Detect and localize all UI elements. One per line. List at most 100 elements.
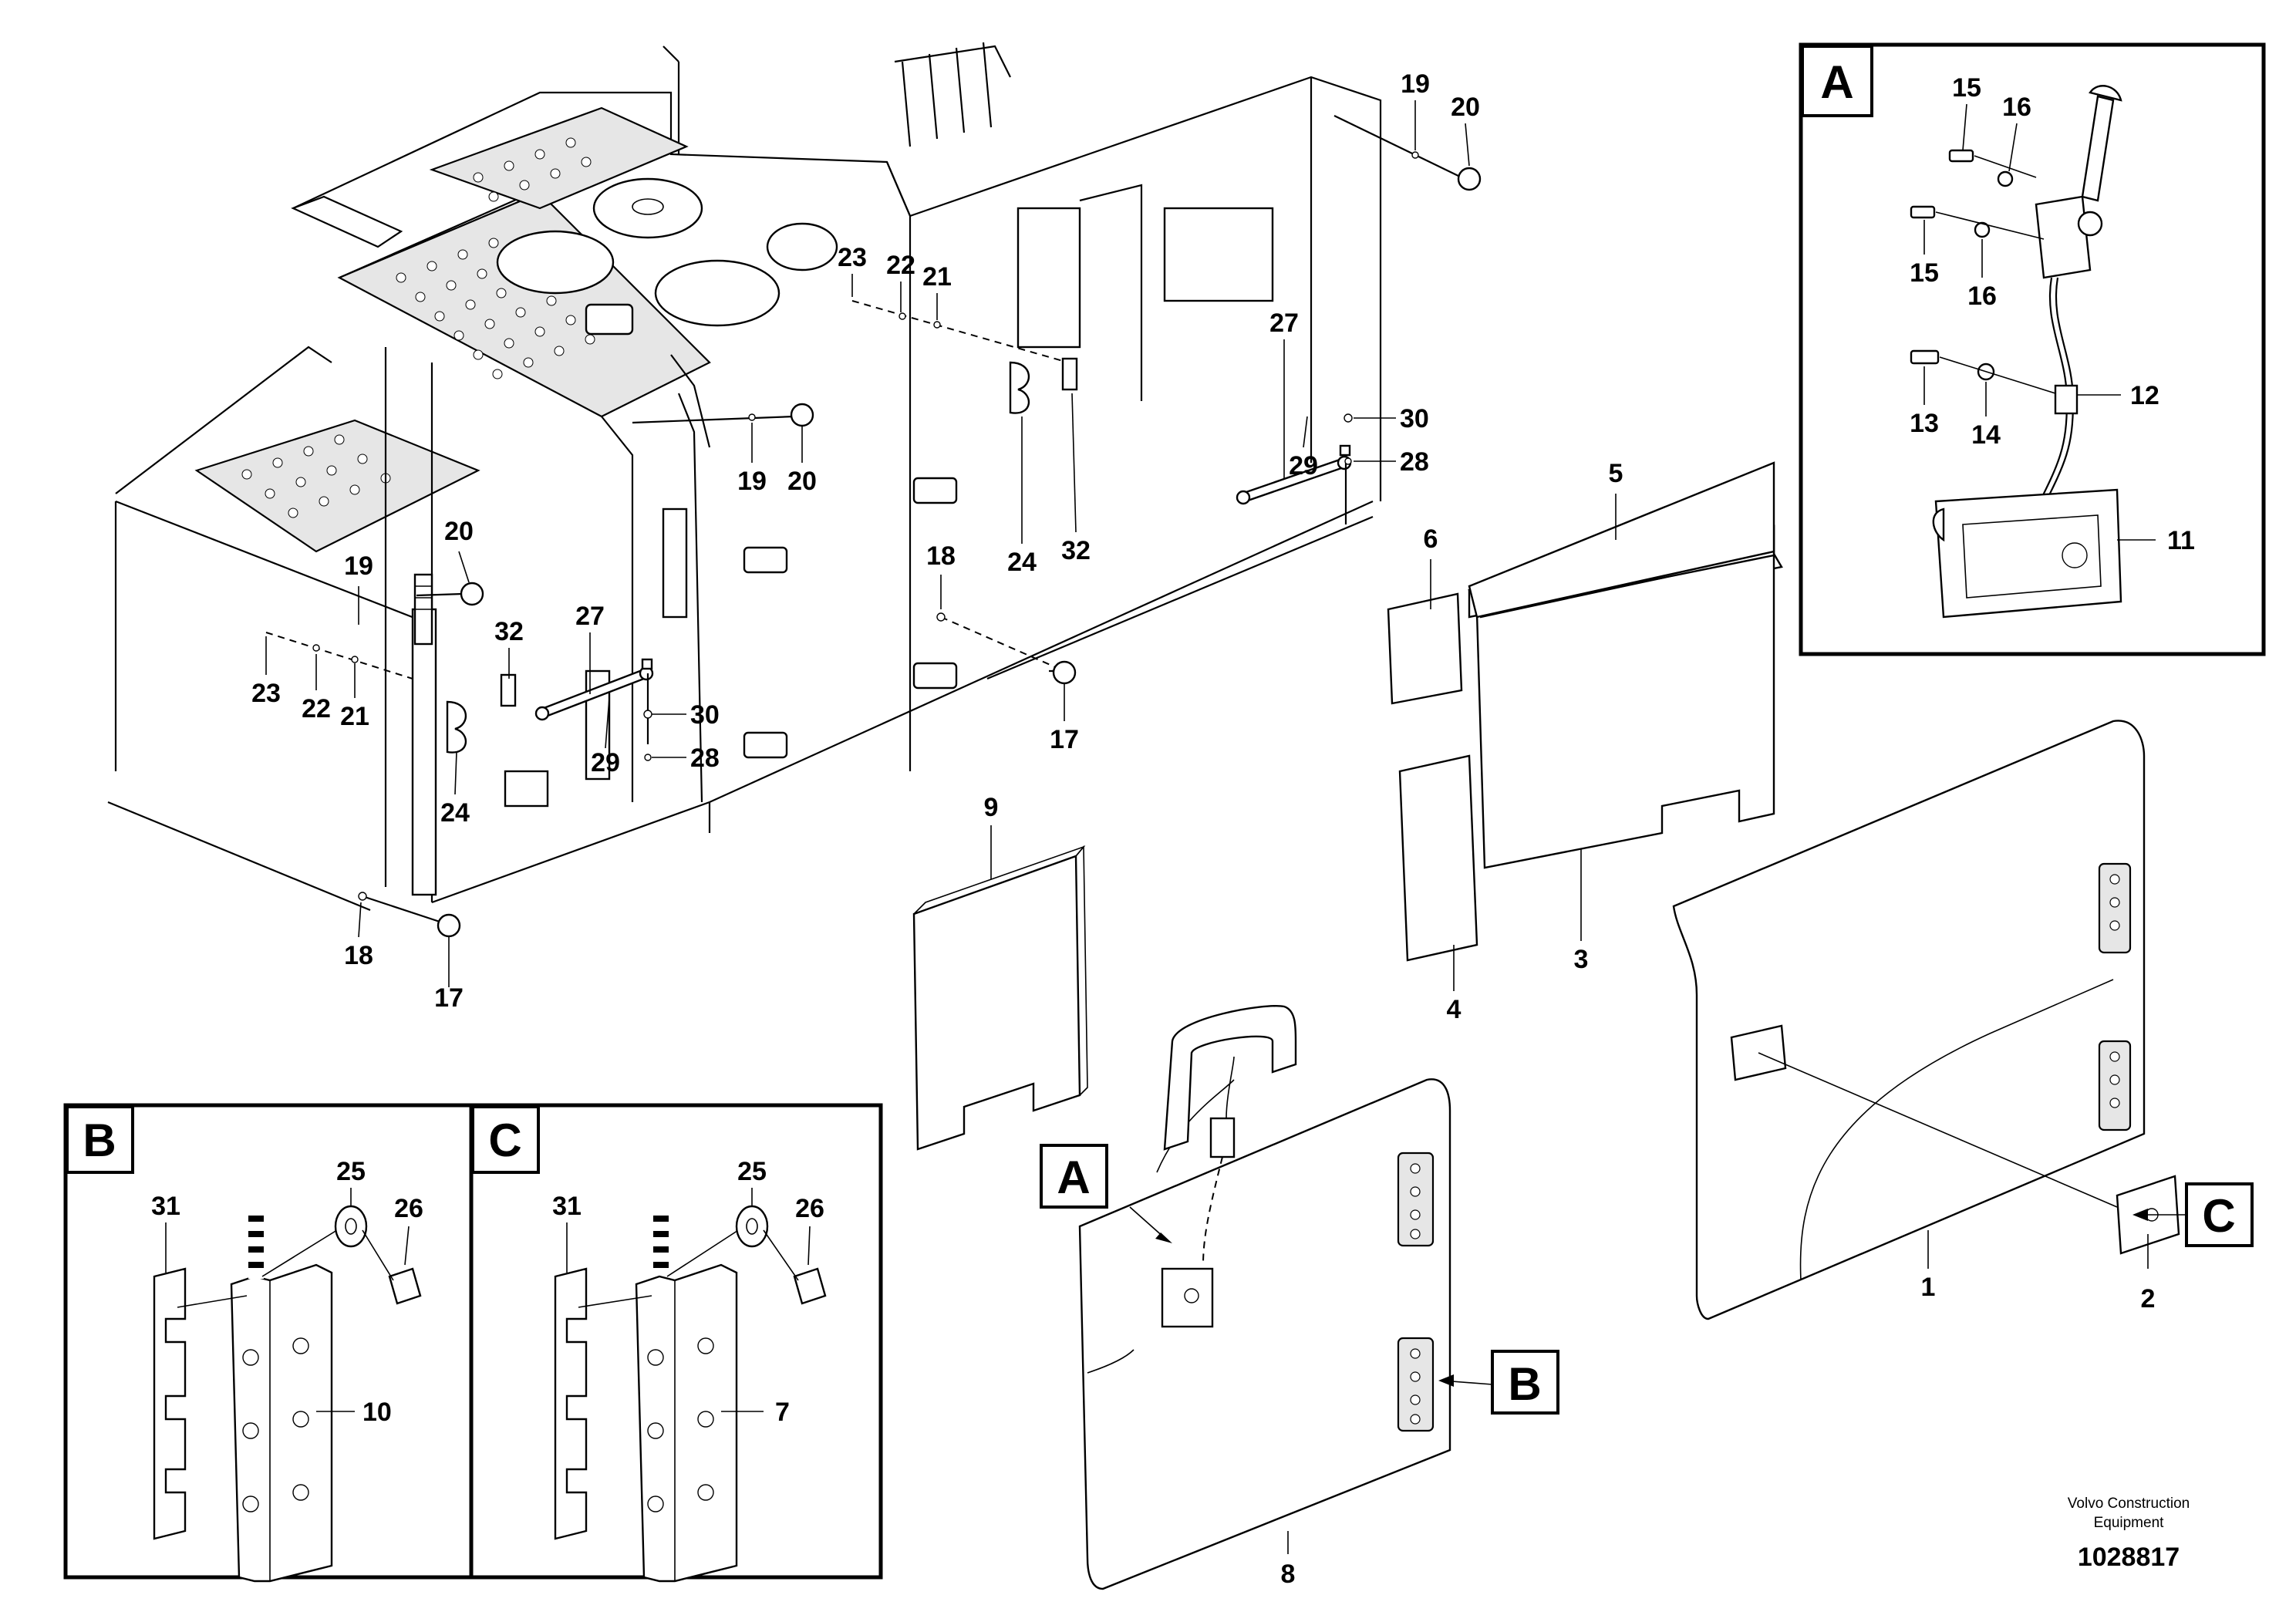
- callout-6: 6: [1424, 524, 1438, 554]
- lock-pin: [437, 913, 461, 938]
- round-cover-left: [496, 230, 615, 295]
- footer: Volvo Construction Equipment 1028817: [2068, 1496, 2190, 1572]
- credit-line-1: Volvo Construction: [2068, 1496, 2190, 1512]
- square-cover: [585, 303, 634, 336]
- door-handle-frame: [1163, 1005, 1297, 1151]
- washer-25: [334, 1205, 368, 1248]
- callout-12: 12: [2130, 381, 2159, 410]
- insulation-panel-5: [1468, 461, 1775, 619]
- insulation-panel-9: [912, 855, 1081, 1151]
- detail-a-label: A: [1820, 56, 1853, 108]
- callout-29-right: 29: [1289, 451, 1318, 481]
- callout-15-bottom: 15: [1910, 258, 1939, 288]
- callout-26-b: 26: [394, 1194, 423, 1223]
- callout-19-left: 19: [344, 551, 373, 581]
- document-number: 1028817: [2078, 1543, 2180, 1572]
- callout-7: 7: [775, 1398, 790, 1427]
- shim-31: [153, 1267, 187, 1540]
- view-callout-a-text: A: [1057, 1152, 1090, 1203]
- callout-26-c: 26: [795, 1194, 824, 1223]
- callout-3: 3: [1574, 945, 1589, 974]
- bolt-13: [1910, 349, 1940, 365]
- callout-32-left: 32: [494, 617, 524, 646]
- door-latch-8: [1209, 1117, 1236, 1158]
- bolt-15: [1948, 149, 1974, 163]
- callout-24-left: 24: [440, 798, 470, 828]
- detail-a-frame: [1799, 42, 2266, 656]
- callout-20-mid: 20: [787, 467, 817, 496]
- callout-numbers: 1 2 3 4 5 6 7 8 9 10 11 12 13 14 15 16 1…: [151, 69, 2195, 1589]
- callout-11: 11: [2167, 526, 2195, 555]
- washer-16: [1997, 170, 2014, 187]
- callout-9: 9: [984, 793, 999, 822]
- callout-1: 1: [1921, 1273, 1936, 1302]
- callout-27-right: 27: [1269, 309, 1299, 338]
- callout-23-left: 23: [251, 679, 281, 708]
- detail-c-label: C: [488, 1114, 521, 1166]
- hardware-items: [265, 115, 1482, 938]
- latch-plate-32: [500, 673, 517, 707]
- bolt-15: [1910, 205, 1936, 219]
- plate-perforations: [241, 137, 595, 518]
- callout-15-top: 15: [1952, 73, 1981, 103]
- handle-rail: [291, 195, 403, 248]
- washer-25: [735, 1205, 769, 1248]
- access-plate: [504, 770, 549, 808]
- callout-21-left: 21: [340, 702, 369, 731]
- bolt-26: [388, 1267, 422, 1305]
- view-callout-c-text: C: [2202, 1190, 2235, 1242]
- door-8: [1078, 1005, 1451, 1590]
- door-hinge-8-lower: [1397, 1337, 1435, 1432]
- perforated-plate-front: [337, 191, 711, 418]
- callout-25-c: 25: [737, 1157, 767, 1186]
- door-hinge-1-upper: [2098, 862, 2132, 954]
- callout-2: 2: [2141, 1284, 2156, 1313]
- view-callouts: A B C: [1040, 1144, 2254, 1415]
- shim-31: [554, 1267, 588, 1540]
- callout-20-left: 20: [444, 517, 474, 546]
- callout-17-right: 17: [1050, 725, 1079, 754]
- callout-30-left: 30: [690, 700, 720, 730]
- detail-a: A: [1799, 42, 2266, 656]
- callout-5: 5: [1609, 459, 1623, 488]
- view-callout-b-text: B: [1508, 1358, 1541, 1410]
- door-panel-1: [1672, 720, 2146, 1320]
- callout-21-right: 21: [922, 262, 952, 292]
- view-callout-b: [1491, 1350, 1559, 1415]
- callout-28-left: 28: [690, 744, 720, 773]
- insulation-panel-3: [1475, 552, 1775, 869]
- callout-14: 14: [1971, 420, 2001, 450]
- callout-32-right: 32: [1061, 536, 1091, 565]
- washer-16: [1974, 221, 1991, 238]
- callout-28-right: 28: [1400, 447, 1429, 477]
- bumper-pad: [912, 477, 958, 504]
- perforated-step-plate: [194, 419, 480, 553]
- callout-31-b: 31: [151, 1192, 180, 1221]
- door-panel-8: [1078, 1078, 1451, 1590]
- cable-clamp-12: [2054, 384, 2079, 415]
- callout-8: 8: [1281, 1560, 1296, 1589]
- lock-handle-11: [1934, 488, 2122, 619]
- latch-plate-32: [1061, 357, 1078, 391]
- round-cover-center: [592, 177, 703, 239]
- lock-body: [2035, 195, 2092, 279]
- lock-pin: [460, 582, 484, 606]
- door-hinge-8-upper: [1397, 1152, 1435, 1247]
- bumper-pad: [743, 731, 788, 759]
- detail-c: C: [469, 1103, 883, 1583]
- left-hinge-plate: [411, 608, 437, 896]
- compartment-block-right: [1163, 207, 1274, 302]
- leader-lines: [165, 100, 2186, 1554]
- callout-31-c: 31: [552, 1192, 582, 1221]
- callout-22-right: 22: [886, 251, 915, 280]
- bumper-pad: [912, 662, 958, 690]
- callout-24-right: 24: [1007, 548, 1037, 577]
- callout-16-bottom: 16: [1967, 282, 1997, 311]
- view-callout-a: [1040, 1144, 1108, 1209]
- callout-19-top: 19: [1401, 69, 1430, 99]
- door-hinge-1-lower: [2098, 1040, 2132, 1131]
- callout-25-b: 25: [336, 1157, 366, 1186]
- callout-20-top: 20: [1451, 93, 1480, 122]
- detail-b: B: [63, 1103, 474, 1583]
